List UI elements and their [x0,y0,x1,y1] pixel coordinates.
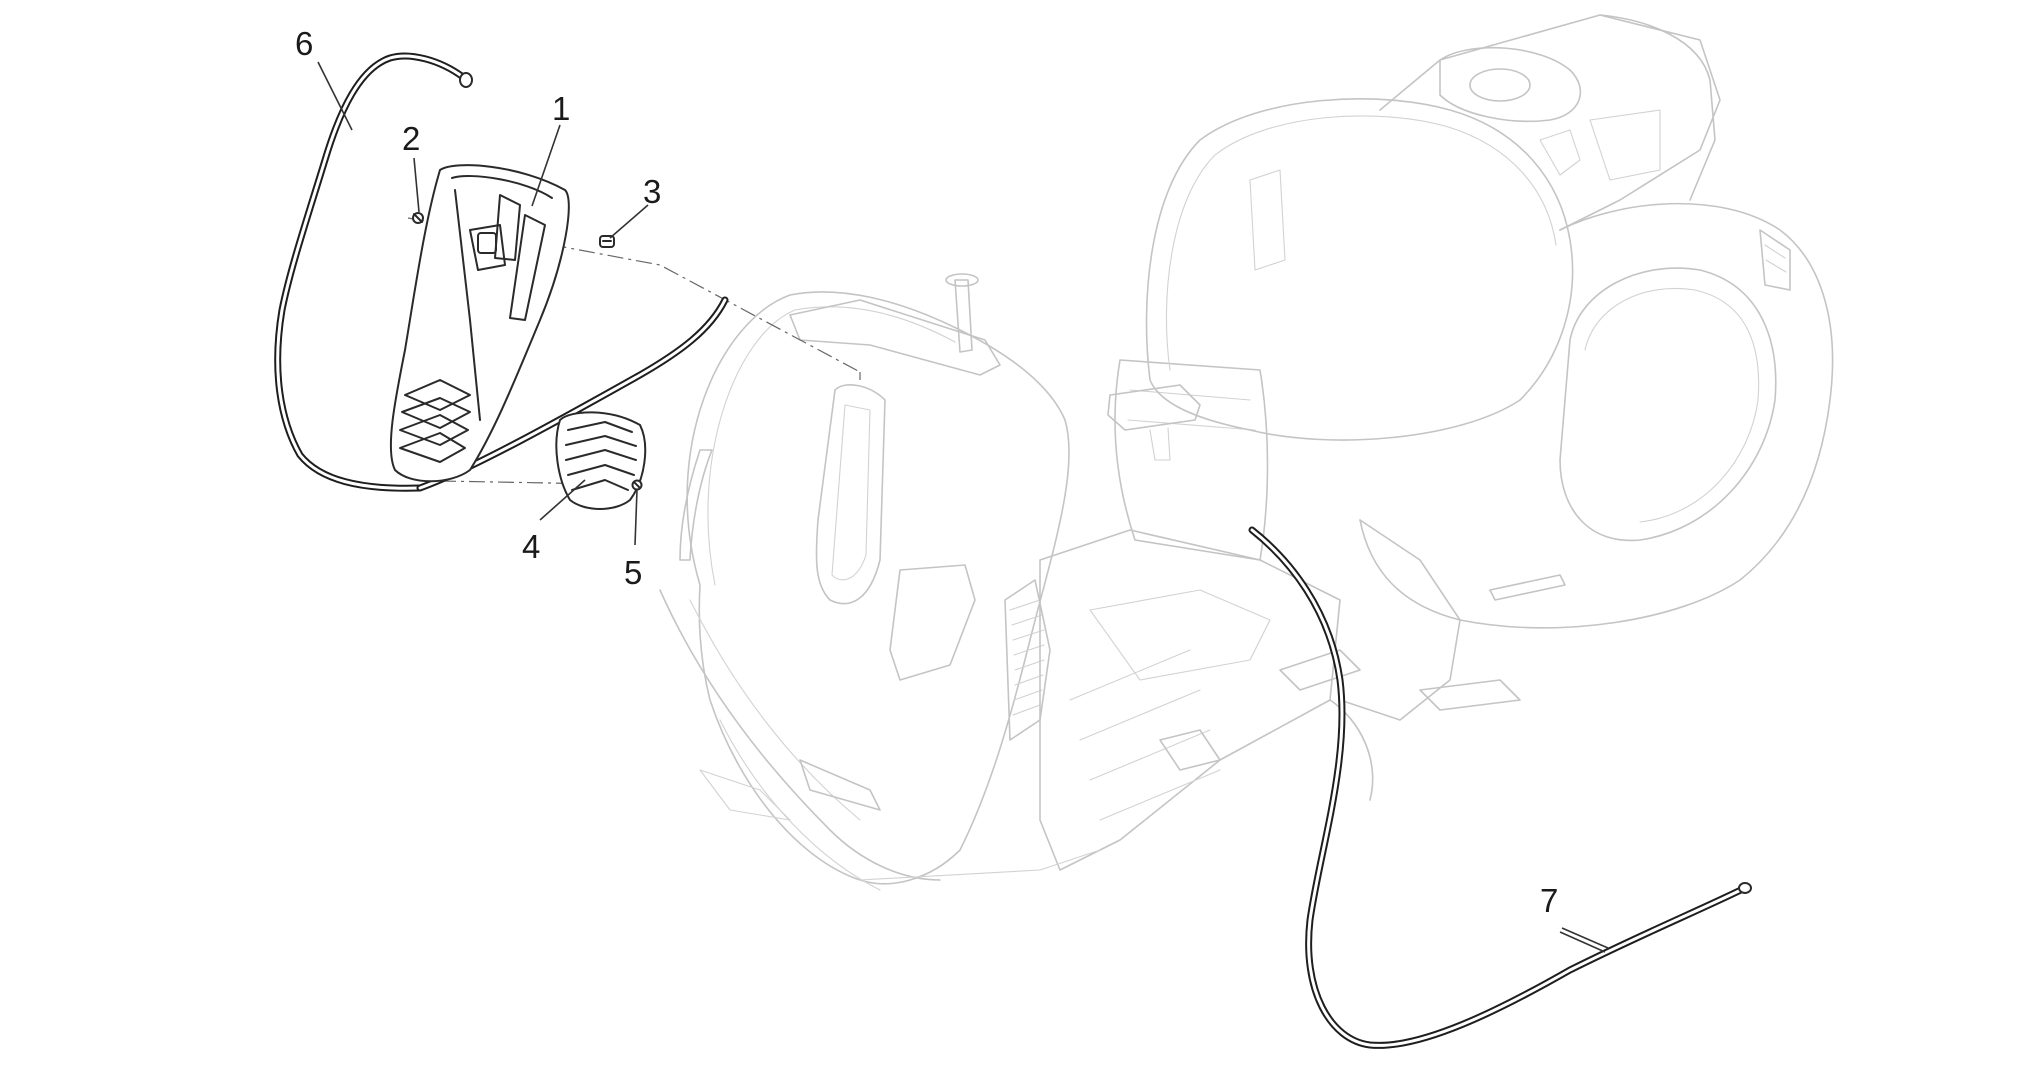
part-7-leg-shield-trim[interactable] [1248,526,1752,1049]
callout-4: 4 [522,528,540,565]
part-3-clip-nut[interactable] [599,235,615,248]
part-6-horn-cover-trim[interactable] [274,52,473,492]
assembly-guide-lines [407,217,861,486]
callout-labels: 1 2 3 4 5 6 7 [295,25,1558,919]
callout-7: 7 [1540,882,1558,919]
callout-5: 5 [624,554,642,591]
callout-2: 2 [402,120,420,157]
callout-leaders [317,61,1609,953]
part-1-horn-cover[interactable] [389,164,570,483]
callout-1: 1 [552,90,570,127]
callout-6: 6 [295,25,313,62]
scooter-body-ghost [659,14,1834,891]
part-5-screw[interactable] [631,479,643,491]
callout-3: 3 [643,173,661,210]
part-2-screw[interactable] [412,212,424,224]
